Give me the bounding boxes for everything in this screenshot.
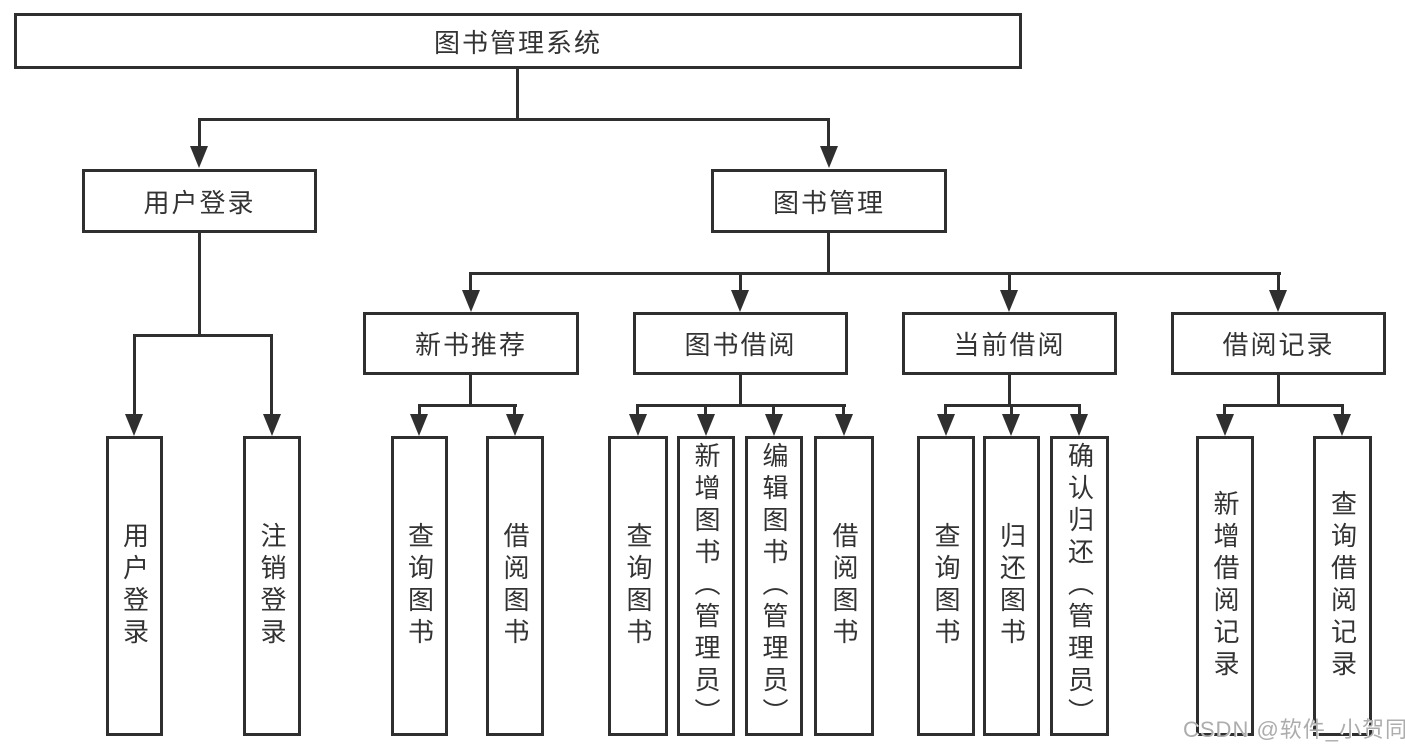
connector-line <box>827 118 830 152</box>
arrowhead-down-icon <box>1333 414 1351 436</box>
connector-line <box>270 334 273 420</box>
leaf-query-borrow-record-label: 查询借阅记录 <box>1327 490 1358 682</box>
connector-line <box>1277 272 1280 294</box>
leaf-return-books: 归还图书 <box>983 436 1040 736</box>
arrowhead-down-icon <box>1269 290 1287 312</box>
node-book-borrow-label: 图书借阅 <box>684 330 797 360</box>
leaf-borrow-books-recommend-label: 借阅图书 <box>500 522 530 650</box>
connector-line <box>1008 375 1011 406</box>
node-new-book-recommend: 新书推荐 <box>363 312 579 375</box>
connector-line <box>636 404 846 407</box>
arrowhead-down-icon <box>462 290 480 312</box>
connector-line <box>704 404 707 416</box>
csdn-watermark: CSDN @软件_小贺同学 <box>1183 717 1405 742</box>
leaf-edit-book-admin: 编辑图书（管理员） <box>745 436 803 736</box>
connector-line <box>842 404 845 416</box>
connector-line <box>513 404 516 416</box>
leaf-edit-book-admin-label: 编辑图书（管理员） <box>759 442 789 730</box>
leaf-query-books-borrow-label: 查询图书 <box>623 522 653 650</box>
connector-line <box>133 334 273 337</box>
leaf-user-login-label: 用户登录 <box>119 522 150 650</box>
node-library-system-label: 图书管理系统 <box>433 27 602 58</box>
arrowhead-down-icon <box>765 414 783 436</box>
node-book-management-label: 图书管理 <box>772 187 885 218</box>
connector-line <box>469 272 1281 275</box>
connector-line <box>636 404 639 416</box>
arrowhead-down-icon <box>731 290 749 312</box>
connector-line <box>739 375 742 406</box>
leaf-add-borrow-record: 新增借阅记录 <box>1196 436 1254 736</box>
arrowhead-down-icon <box>629 414 647 436</box>
arrowhead-down-icon <box>506 414 524 436</box>
connector-line <box>1010 404 1013 416</box>
arrowhead-down-icon <box>835 414 853 436</box>
arrowhead-down-icon <box>125 414 143 436</box>
connector-line <box>198 118 201 152</box>
node-borrow-record-label: 借阅记录 <box>1222 330 1335 360</box>
arrowhead-down-icon <box>820 146 838 168</box>
leaf-logout: 注销登录 <box>243 436 301 736</box>
node-borrow-record: 借阅记录 <box>1171 312 1386 375</box>
leaf-query-books-current-label: 查询图书 <box>931 522 961 650</box>
connector-line <box>739 272 742 294</box>
connector-line <box>1341 404 1344 416</box>
connector-line <box>1078 404 1081 416</box>
connector-line <box>1277 375 1280 406</box>
connector-line <box>944 404 947 416</box>
arrowhead-down-icon <box>1216 414 1234 436</box>
connector-line <box>133 334 136 420</box>
arrowhead-down-icon <box>1002 414 1020 436</box>
node-user-login: 用户登录 <box>82 169 317 233</box>
connector-line <box>198 233 201 336</box>
leaf-confirm-return-admin-label: 确认归还（管理员） <box>1064 442 1095 730</box>
leaf-query-books-recommend: 查询图书 <box>391 436 448 736</box>
node-current-borrow: 当前借阅 <box>902 312 1117 375</box>
arrowhead-down-icon <box>263 414 281 436</box>
leaf-query-books-recommend-label: 查询图书 <box>404 522 435 650</box>
arrowhead-down-icon <box>697 414 715 436</box>
connector-line <box>198 118 830 121</box>
connector-line <box>1223 404 1344 407</box>
connector-line <box>827 233 830 274</box>
node-book-management: 图书管理 <box>711 169 947 233</box>
node-book-borrow: 图书借阅 <box>633 312 848 375</box>
leaf-user-login: 用户登录 <box>106 436 163 736</box>
leaf-borrow-books-label: 借阅图书 <box>829 522 859 650</box>
node-current-borrow-label: 当前借阅 <box>953 330 1066 360</box>
leaf-add-book-admin-label: 新增图书（管理员） <box>691 442 721 730</box>
leaf-confirm-return-admin: 确认归还（管理员） <box>1050 436 1109 736</box>
leaf-add-book-admin: 新增图书（管理员） <box>677 436 735 736</box>
connector-line <box>418 404 517 407</box>
leaf-query-books-borrow: 查询图书 <box>608 436 668 736</box>
arrowhead-down-icon <box>410 414 428 436</box>
node-user-login-label: 用户登录 <box>143 187 256 218</box>
leaf-add-borrow-record-label: 新增借阅记录 <box>1210 490 1240 682</box>
arrowhead-down-icon <box>937 414 955 436</box>
connector-line <box>772 404 775 416</box>
arrowhead-down-icon <box>1000 290 1018 312</box>
connector-line <box>1223 404 1226 416</box>
node-new-book-recommend-label: 新书推荐 <box>414 330 527 360</box>
connector-line <box>1008 272 1011 294</box>
connector-line <box>469 375 472 406</box>
connector-line <box>418 404 421 416</box>
connector-line <box>469 272 472 294</box>
leaf-borrow-books: 借阅图书 <box>814 436 874 736</box>
leaf-logout-label: 注销登录 <box>257 522 287 650</box>
leaf-return-books-label: 归还图书 <box>996 522 1027 650</box>
leaf-borrow-books-recommend: 借阅图书 <box>486 436 544 736</box>
arrowhead-down-icon <box>190 146 208 168</box>
leaf-query-borrow-record: 查询借阅记录 <box>1313 436 1372 736</box>
connector-line <box>516 69 519 118</box>
arrowhead-down-icon <box>1070 414 1088 436</box>
node-library-system: 图书管理系统 <box>14 13 1022 69</box>
leaf-query-books-current: 查询图书 <box>917 436 975 736</box>
